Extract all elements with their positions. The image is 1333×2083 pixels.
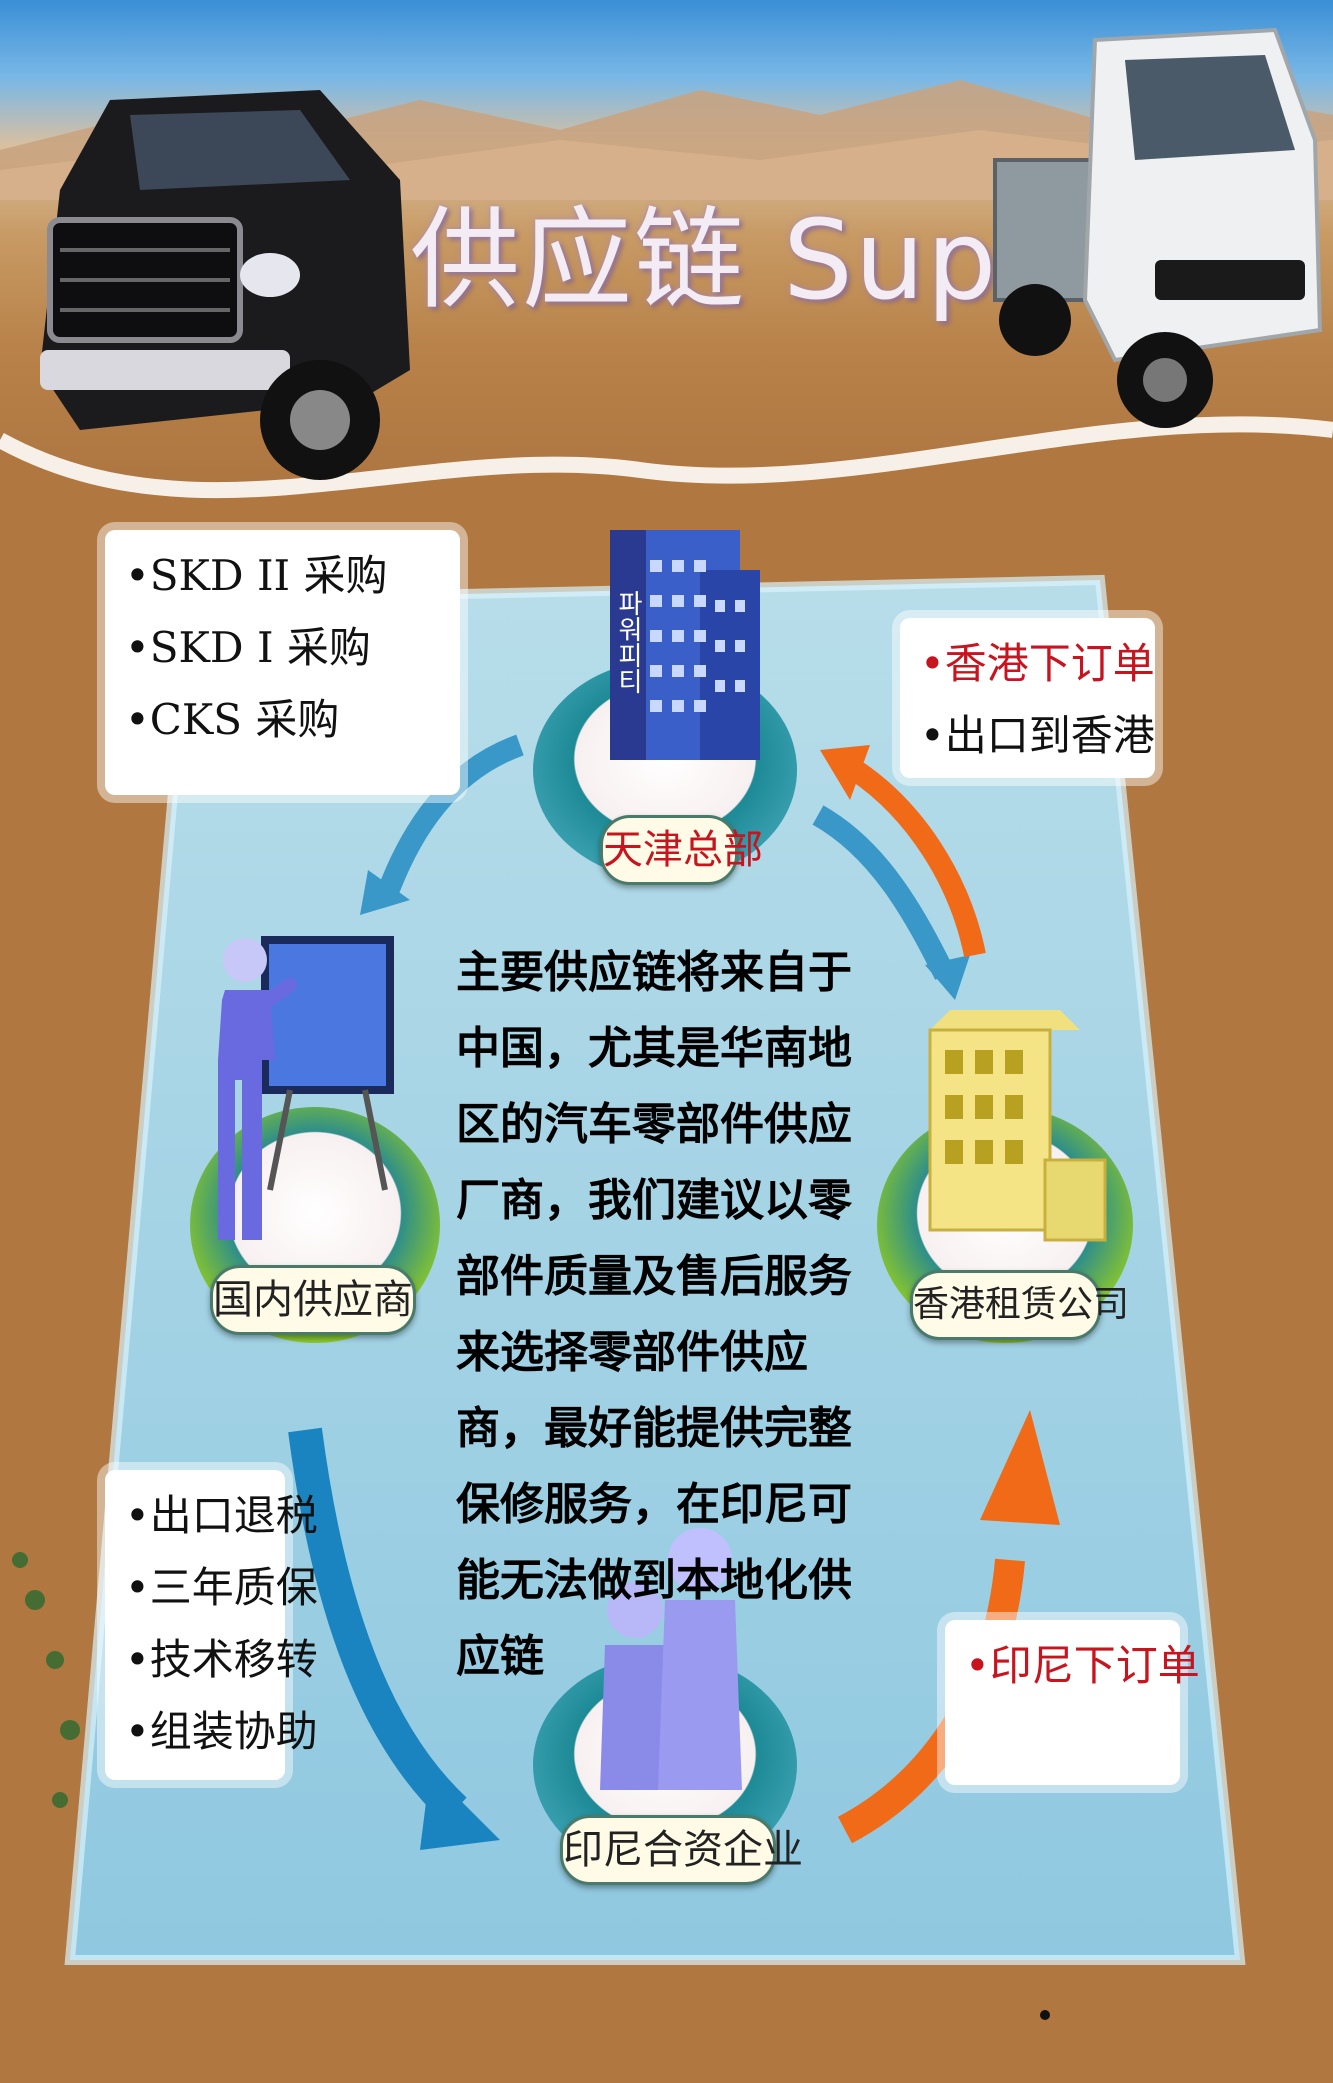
node-label-indonesia-jv: 印尼合资企业 (560, 1815, 803, 1885)
people-icon (600, 1528, 742, 1790)
map-decoration (12, 1552, 80, 1808)
box-line: •出口退税 (125, 1491, 318, 1540)
box-line: •出口到香港 (920, 711, 1155, 760)
box-line: •三年质保 (125, 1563, 318, 1612)
arrow-top-to-right (812, 805, 955, 980)
company-building-icon (928, 1010, 1107, 1242)
node-label-hk-leasing: 香港租赁公司 (910, 1270, 1129, 1340)
hk-order-box: •香港下订单 •出口到香港 (900, 618, 1155, 778)
office-building-icon (610, 530, 760, 760)
indonesia-order-box: •印尼下订单 (945, 1620, 1200, 1785)
node-label-tianjin-hq: 天津总部 (600, 815, 763, 885)
box-line: •香港下订单 (920, 639, 1155, 688)
black-pickup-truck (40, 90, 410, 480)
procurement-box: •SKD II 采购 •SKD I 采购 •CKS 采购 (105, 530, 460, 795)
building-sign: 파워피티 (613, 590, 643, 694)
center-description: 主要供应链将来自于中国，尤其是华南地区的汽车零部件供应厂商，我们建议以零部件质量… (456, 947, 852, 1682)
arrow-top-to-left (374, 734, 524, 904)
arrow-left-to-bottom (288, 1427, 467, 1823)
blue-panel (70, 580, 1240, 1960)
white-wave (0, 416, 1333, 560)
box-line: •技术移转 (125, 1635, 318, 1684)
presenter-board-icon (218, 936, 394, 1240)
bullet-dot (1040, 2010, 1050, 2020)
box-line: •SKD I 采购 (125, 623, 371, 672)
arrow-right-to-top (848, 760, 986, 958)
desert-banner: 供应链 Suppliers (0, 0, 1333, 560)
box-line: •CKS 采购 (125, 695, 340, 744)
box-line: •SKD II 采购 (125, 551, 388, 600)
benefits-box: •出口退税 •三年质保 •技术移转 •组装协助 (105, 1470, 318, 1780)
white-light-truck (993, 27, 1323, 428)
box-line: •印尼下订单 (965, 1641, 1200, 1690)
node-label-domestic-supplier: 国内供应商 (210, 1265, 416, 1335)
box-line: •组装协助 (125, 1707, 318, 1756)
